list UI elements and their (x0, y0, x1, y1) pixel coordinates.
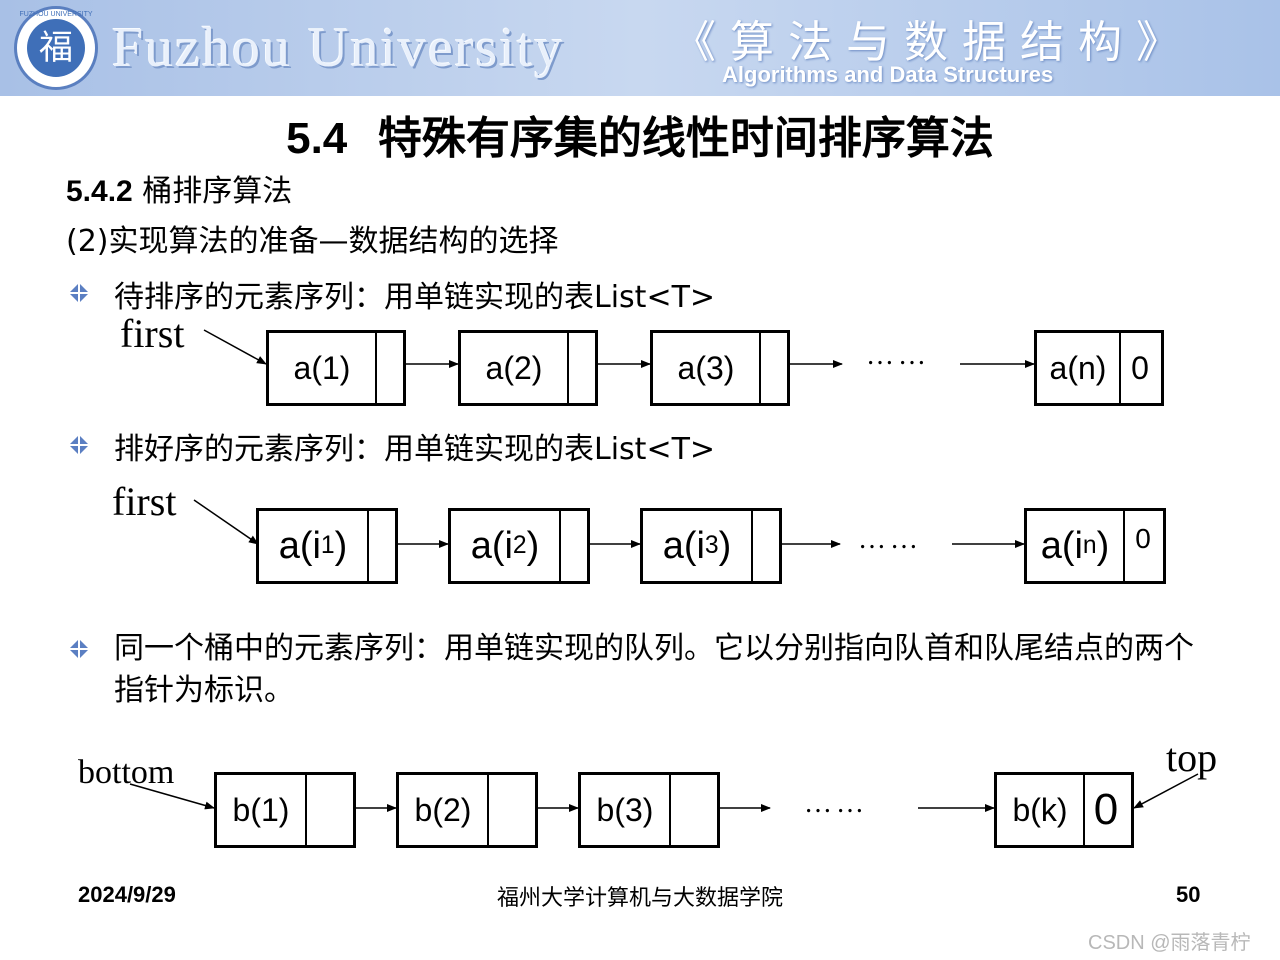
node-value: b(2) (399, 775, 489, 845)
node-pointer (373, 333, 403, 403)
subsection-heading: 5.4.2 桶排序算法 (66, 166, 292, 210)
node-value: b(3) (581, 775, 671, 845)
node-pointer (365, 511, 395, 581)
node-value: a(3) (653, 333, 761, 403)
bullet-3-text: 同一个桶中的元素序列：用单链实现的队列。它以分别指向队首和队尾结点的两个指针为标… (114, 631, 1194, 708)
top-label: top (1166, 735, 1218, 780)
course-title-en: Algorithms and Data Structures (722, 62, 1054, 87)
list1-node-1: a(1) (266, 330, 406, 406)
subsection-number: 5.4.2 (66, 175, 133, 208)
null-terminator: 0 (1135, 523, 1151, 554)
bottom-pointer-arrow (129, 783, 215, 810)
node-pointer (565, 333, 595, 403)
node-value: b(1) (217, 775, 307, 845)
title-text: 特殊有序集的线性时间排序算法 (377, 113, 994, 164)
node-value: a(n) (1037, 333, 1121, 403)
queue-node-2: b(2) (396, 772, 538, 848)
node-pointer (557, 511, 587, 581)
diamond-bullet-icon (69, 639, 89, 659)
logo-character: 福 (27, 19, 85, 77)
watermark: CSDN @雨落青柠 (1088, 932, 1251, 954)
top-pointer-arrow (1133, 773, 1199, 809)
page-number: 50 (1176, 882, 1201, 907)
course-title-cn: 《算法与数据结构》 (672, 17, 1194, 68)
first-pointer-arrow-1 (203, 329, 267, 365)
diamond-bullet-icon (69, 435, 89, 455)
first-pointer-arrow-2 (193, 499, 259, 545)
ellipsis-1: …… (866, 340, 930, 371)
prep-line: (2)实现算法的准备—数据结构的选择 (66, 224, 559, 259)
node-value: a(1) (269, 333, 377, 403)
null-terminator: 0 (1093, 785, 1119, 834)
node-pointer (667, 775, 717, 845)
bottom-label: bottom (78, 754, 175, 791)
footer-date: 2024/9/29 (78, 882, 176, 907)
node-pointer (757, 333, 787, 403)
bullet-1-text: 待排序的元素序列：用单链实现的表List<T> (114, 280, 716, 315)
list1-node-3: a(3) (650, 330, 790, 406)
node-value: a(2) (461, 333, 569, 403)
logo-ring-text: FUZHOU UNIVERSITY (19, 11, 93, 18)
ellipsis-3: …… (804, 788, 868, 819)
queue-node-k: b(k) 0 (994, 772, 1134, 848)
university-logo: FUZHOU UNIVERSITY 福 (14, 6, 98, 90)
header-banner: FUZHOU UNIVERSITY 福 Fuzhou University 《算… (0, 0, 1280, 96)
node-pointer (749, 511, 779, 581)
slide-title: 5.4 特殊有序集的线性时间排序算法 (0, 102, 1280, 166)
node-pointer (485, 775, 535, 845)
title-number: 5.4 (286, 114, 348, 163)
queue-node-1: b(1) (214, 772, 356, 848)
first-label-1: first (120, 311, 185, 356)
bullet-2-text: 排好序的元素序列：用单链实现的表List<T> (114, 432, 716, 467)
university-name: Fuzhou University (112, 17, 565, 79)
footer-institution: 福州大学计算机与大数据学院 (496, 886, 783, 911)
node-value: b(k) (997, 775, 1085, 845)
node-pointer (303, 775, 353, 845)
queue-node-3: b(3) (578, 772, 720, 848)
first-label-2: first (112, 479, 177, 524)
list1-node-n: a(n) 0 (1034, 330, 1164, 406)
diamond-bullet-icon (69, 283, 89, 303)
ellipsis-2: …… (858, 524, 922, 555)
list1-node-2: a(2) (458, 330, 598, 406)
subsection-text: 桶排序算法 (142, 174, 293, 209)
null-terminator: 0 (1131, 349, 1149, 386)
